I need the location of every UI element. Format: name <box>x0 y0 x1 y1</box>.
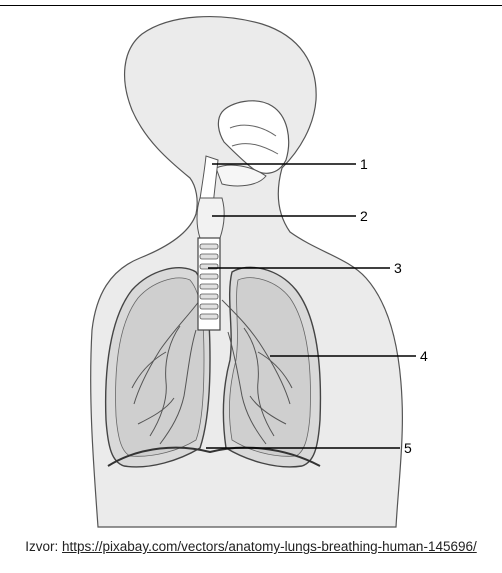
caption-prefix: Izvor: <box>25 539 62 554</box>
source-link[interactable]: https://pixabay.com/vectors/anatomy-lung… <box>62 539 477 554</box>
label-2: 2 <box>360 208 368 224</box>
larynx <box>197 198 224 238</box>
label-3: 3 <box>394 260 402 276</box>
label-1: 1 <box>360 156 368 172</box>
label-5: 5 <box>404 440 412 456</box>
label-4: 4 <box>420 348 428 364</box>
source-caption: Izvor: https://pixabay.com/vectors/anato… <box>0 538 502 556</box>
